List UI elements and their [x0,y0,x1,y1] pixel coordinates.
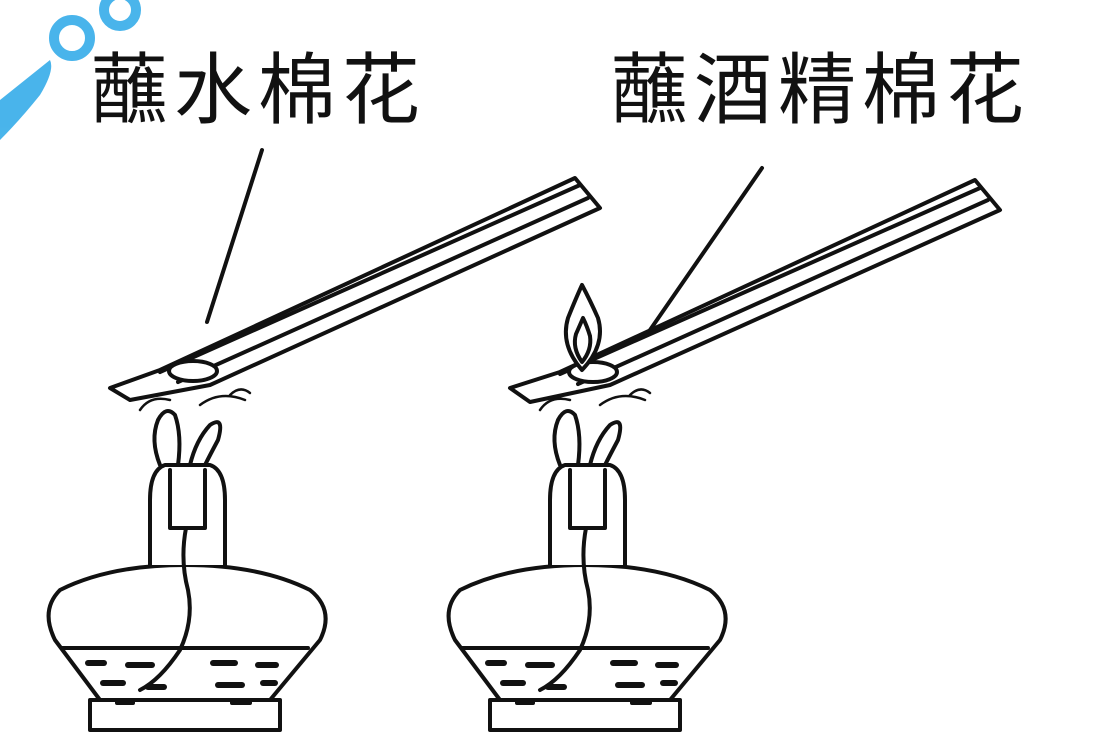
water-cotton-label: 蘸水棉花 [90,46,427,136]
alcohol-cotton-label: 蘸酒精棉花 [610,46,1031,136]
right-crucible-tongs [508,178,1002,404]
water-cotton-leader-line [205,148,264,324]
alcohol-cotton-leader-line [648,166,764,332]
right-alcohol-lamp [446,388,728,732]
right-liquid-dashes [485,660,679,705]
water-cotton-ball [167,359,219,383]
left-liquid-dashes [85,660,279,705]
watermark [0,0,141,140]
left-alcohol-lamp [46,388,328,732]
flame [563,283,602,372]
left-crucible-tongs [108,176,602,402]
